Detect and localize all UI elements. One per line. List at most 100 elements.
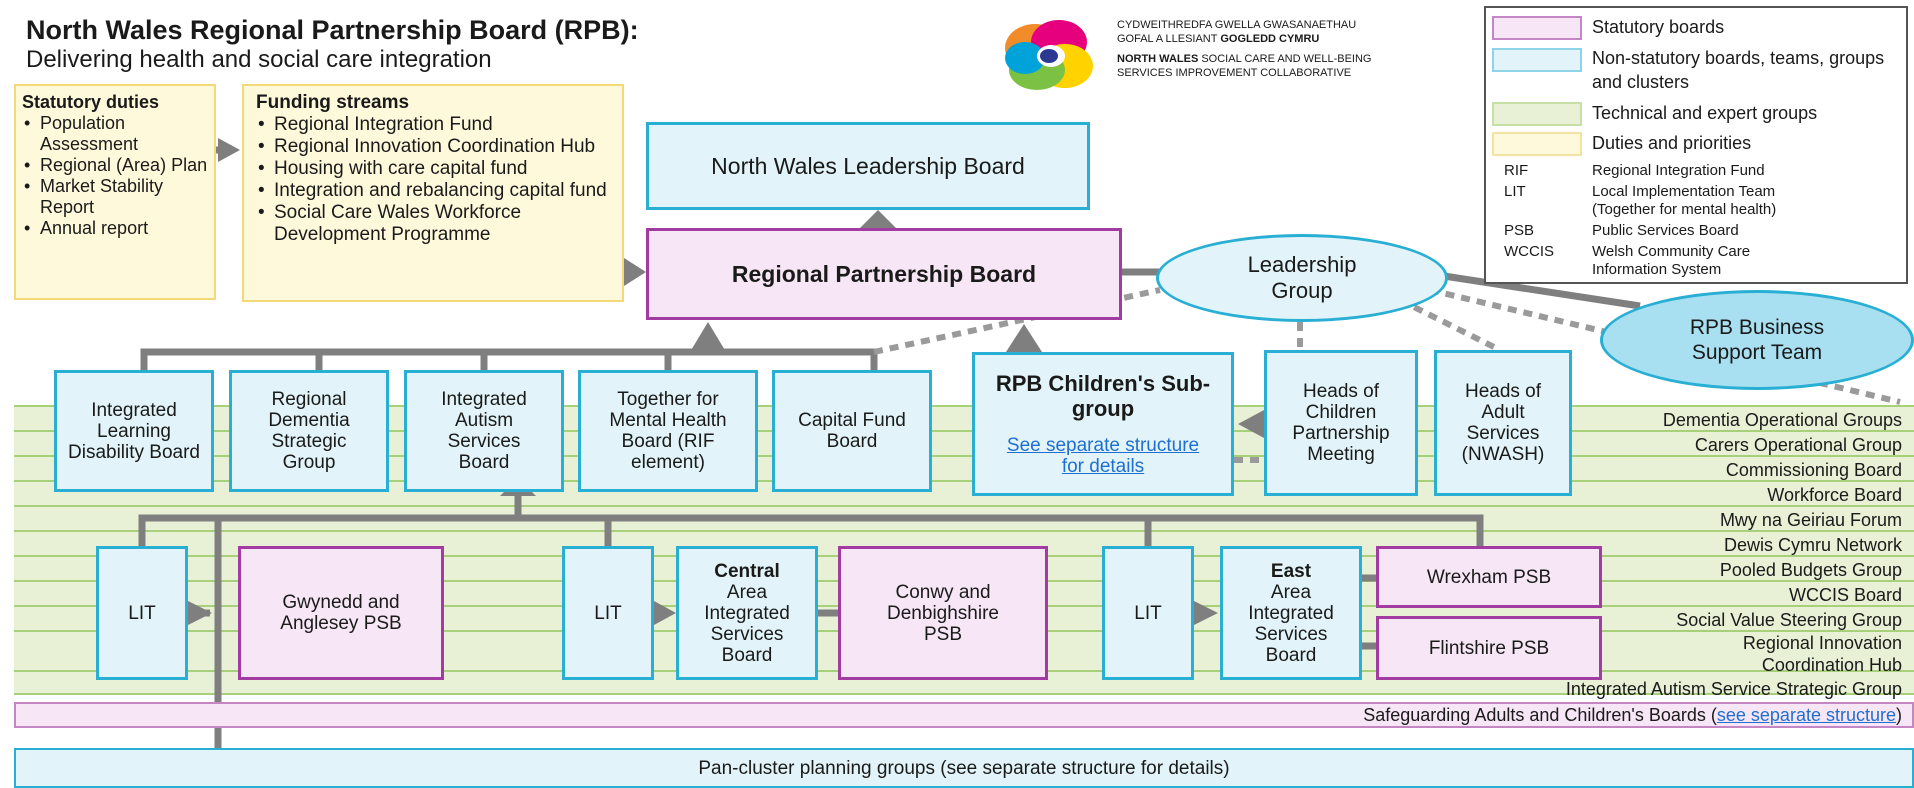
statutory-duties-heading: Statutory duties <box>22 92 160 112</box>
area-name: Central <box>714 560 780 582</box>
wrexham-psb: Wrexham PSB <box>1376 546 1602 608</box>
safeguarding-close: ) <box>1896 705 1902 725</box>
pan-cluster-planning-groups: Pan-cluster planning groups (see separat… <box>14 748 1914 788</box>
together-for-mental-health-board: Together for Mental Health Board (RIF el… <box>578 370 758 492</box>
board-label: Conwy and Denbighshire PSB <box>887 581 999 645</box>
board-label: Area Integrated Services Board <box>1248 581 1334 666</box>
central-area-integrated-services-board: Central Area Integrated Services Board <box>676 546 818 680</box>
integrated-learning-disability-board: Integrated Learning Disability Board <box>54 370 214 492</box>
board-label: Integrated Learning Disability Board <box>68 399 200 463</box>
board-label: Regional Partnership Board <box>731 260 1037 287</box>
regional-partnership-board: Regional Partnership Board <box>646 228 1122 320</box>
area-name: East <box>1270 560 1312 582</box>
group-label: Workforce Board <box>1767 485 1902 505</box>
regional-dementia-strategic-group: Regional Dementia Strategic Group <box>229 370 389 492</box>
heads-of-children-partnership-meeting: Heads of Children Partnership Meeting <box>1264 350 1418 496</box>
group-label: Pooled Budgets Group <box>1719 560 1902 580</box>
flintshire-psb: Flintshire PSB <box>1376 616 1602 680</box>
subgroup-title: RPB Children's Sub-group <box>995 371 1211 421</box>
group-label: Regional Innovation Coordination Hub <box>1742 633 1902 675</box>
conwy-denbighshire-psb: Conwy and Denbighshire PSB <box>838 546 1048 680</box>
board-label: Area Integrated Services Board <box>704 581 790 666</box>
board-label: Heads of Children Partnership Meeting <box>1292 381 1390 465</box>
safeguarding-text: Safeguarding Adults and Children's Board… <box>1363 705 1717 725</box>
board-label: Heads of Adult Services (NWASH) <box>1461 381 1545 465</box>
strip-line <box>14 530 1914 532</box>
funding-streams-list: Regional Integration Fund Regional Innov… <box>256 114 610 246</box>
board-label: Flintshire PSB <box>1428 637 1550 659</box>
group-label: Integrated Autism Service Strategic Grou… <box>1565 679 1902 699</box>
list-item: Integration and rebalancing capital fund <box>256 180 610 202</box>
board-label: Capital Fund Board <box>798 410 906 452</box>
north-wales-leadership-board: North Wales Leadership Board <box>646 122 1090 210</box>
board-label: Integrated Autism Services Board <box>441 389 527 473</box>
legend-swatch-duties <box>1492 132 1582 156</box>
strip-line <box>14 505 1914 507</box>
list-item: Population Assessment <box>22 113 208 155</box>
lit-label: LIT <box>128 602 156 624</box>
strip-line <box>14 455 1914 457</box>
lit-label: LIT <box>1134 602 1162 624</box>
safeguarding-structure-link[interactable]: see separate structure <box>1716 705 1896 725</box>
gwynedd-anglesey-psb: Gwynedd and Anglesey PSB <box>238 546 444 680</box>
swirl-logo-icon <box>1005 20 1093 90</box>
group-label: Dementia Operational Groups <box>1662 410 1902 430</box>
list-item: Housing with care capital fund <box>256 158 610 180</box>
board-label: Together for Mental Health Board (RIF el… <box>609 389 727 473</box>
arrow-up-icon <box>860 210 896 228</box>
group-label: Dewis Cymru Network <box>1723 535 1902 555</box>
board-label: Regional Dementia Strategic Group <box>268 389 350 473</box>
board-label: RPB Business Support Team <box>1689 316 1825 364</box>
board-label: Gwynedd and Anglesey PSB <box>280 592 402 634</box>
safeguarding-label: Safeguarding Adults and Children's Board… <box>1363 704 1902 726</box>
board-label: Wrexham PSB <box>1426 566 1552 588</box>
page-subtitle: Delivering health and social care integr… <box>26 46 492 73</box>
legend-swatch-technical <box>1492 102 1582 126</box>
list-item: Social Care Wales Workforce Development … <box>256 202 610 246</box>
logo-text-bold: GOGLEDD CYMRU <box>1220 33 1320 45</box>
legend-label: Non-statutory boards, teams, groups and … <box>1592 48 1885 92</box>
funding-streams-box: Funding streams Regional Integration Fun… <box>242 84 624 302</box>
statutory-duties-list: Population Assessment Regional (Area) Pl… <box>22 113 208 239</box>
children-structure-link[interactable]: See separate structure for details <box>1006 435 1200 477</box>
strip-line <box>14 405 1914 407</box>
page-title: North Wales Regional Partnership Board (… <box>26 15 639 45</box>
strip-line <box>14 693 1914 695</box>
strip-line <box>14 430 1914 432</box>
group-label: WCCIS Board <box>1788 585 1902 605</box>
list-item: Regional Innovation Coordination Hub <box>256 136 610 158</box>
statutory-duties-box: Statutory duties Population Assessment R… <box>14 84 216 300</box>
legend-swatch-nonstatutory <box>1492 48 1582 72</box>
logo-text: CYDWEITHREDFA GWELLA GWASANAETHAU GOFAL … <box>1117 18 1457 80</box>
capital-fund-board: Capital Fund Board <box>772 370 932 492</box>
legend-label: Duties and priorities <box>1592 133 1752 153</box>
strip-line <box>14 480 1914 482</box>
legend-abbr-meaning: Welsh Community Care Information System <box>1592 243 1751 278</box>
collaborative-logo <box>995 14 1105 94</box>
legend-label: Technical and expert groups <box>1592 103 1818 123</box>
logo-text-line: SERVICES IMPROVEMENT COLLABORATIVE <box>1117 67 1352 79</box>
legend-abbr-meaning: Public Services Board <box>1592 222 1739 239</box>
arrow-right-icon <box>624 258 646 286</box>
logo-text-bold: NORTH WALES <box>1117 53 1199 65</box>
group-label: Social Value Steering Group <box>1676 610 1902 630</box>
legend-swatch-statutory <box>1492 16 1582 40</box>
dotted-line <box>1398 297 1502 353</box>
list-item: Regional Integration Fund <box>256 114 610 136</box>
legend-abbr: RIF <box>1504 162 1529 179</box>
legend-abbr-meaning: Local Implementation Team (Together for … <box>1592 183 1777 218</box>
logo-text-line: CYDWEITHREDFA GWELLA GWASANAETHAU <box>1117 19 1357 31</box>
legend-abbr: LIT <box>1504 183 1526 200</box>
board-label: North Wales Leadership Board <box>711 152 1025 179</box>
group-label: Commissioning Board <box>1725 460 1902 480</box>
lit-central: LIT <box>562 546 654 680</box>
board-label: Leadership Group <box>1247 252 1357 303</box>
east-area-integrated-services-board: East Area Integrated Services Board <box>1220 546 1362 680</box>
list-item: Market Stability Report <box>22 176 208 218</box>
logo-text-line: GOFAL A LLESIANT <box>1117 33 1218 45</box>
connector-line <box>140 348 878 370</box>
rpb-childrens-subgroup: RPB Children's Sub-group See separate st… <box>972 352 1234 496</box>
legend-abbr: PSB <box>1504 222 1535 239</box>
lit-east: LIT <box>1102 546 1194 680</box>
lit-label: LIT <box>594 602 622 624</box>
